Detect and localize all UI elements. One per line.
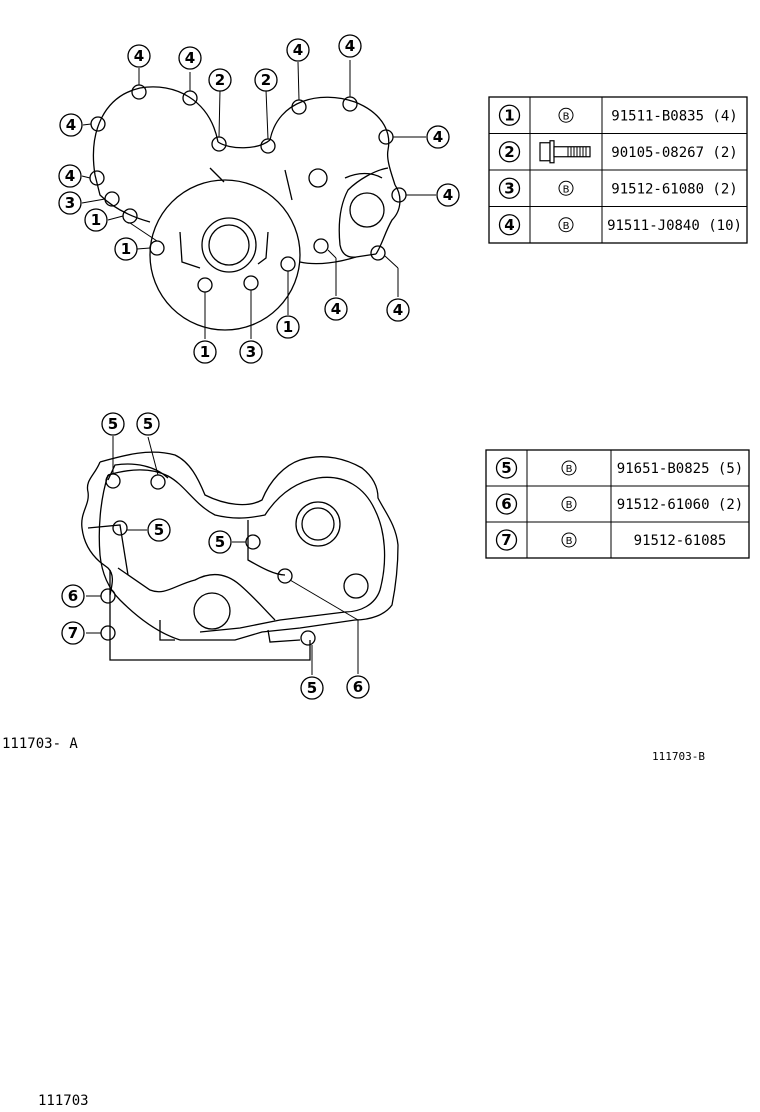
part-number: 91512-61080 (2)	[611, 181, 737, 197]
svg-text:6: 6	[68, 587, 78, 605]
figure-a-timing-cover	[92, 86, 401, 331]
svg-text:5: 5	[307, 679, 317, 697]
figure-b-leaders	[86, 436, 359, 675]
svg-text:1: 1	[283, 318, 293, 336]
callout-6: 6	[61, 584, 85, 608]
svg-text:1: 1	[91, 211, 101, 229]
callout-3: 3	[239, 340, 263, 364]
callout-5: 5	[101, 412, 125, 436]
ref-number: 4	[504, 216, 514, 234]
callout-1: 1	[276, 315, 300, 339]
svg-text:5: 5	[215, 533, 225, 551]
table-row: 6 B 91512-61060 (2)	[495, 493, 743, 515]
svg-text:1: 1	[200, 343, 210, 361]
part-number: 91512-61060 (2)	[617, 497, 743, 513]
svg-text:4: 4	[443, 186, 453, 204]
svg-text:4: 4	[433, 128, 443, 146]
b-mark: B	[558, 217, 574, 233]
part-number: 91511-J0840 (10)	[607, 218, 742, 234]
svg-text:4: 4	[345, 37, 355, 55]
svg-text:B: B	[563, 111, 570, 122]
svg-text:5: 5	[154, 521, 164, 539]
callout-6: 6	[346, 675, 370, 699]
b-mark: B	[561, 496, 577, 512]
table-row: 4 B 91511-J0840 (10)	[498, 214, 742, 236]
callout-4: 4	[178, 46, 202, 70]
callout-4: 4	[127, 44, 151, 68]
callout-2: 2	[254, 68, 278, 92]
b-mark: B	[561, 532, 577, 548]
callout-4: 4	[324, 297, 348, 321]
ref-number: 2	[504, 143, 514, 161]
callout-1: 1	[84, 208, 108, 232]
part-number: 91651-B0825 (5)	[617, 461, 743, 477]
callout-5: 5	[208, 530, 232, 554]
callout-4: 4	[426, 125, 450, 149]
svg-text:4: 4	[393, 301, 403, 319]
svg-text:4: 4	[134, 47, 144, 65]
svg-text:2: 2	[215, 71, 225, 89]
svg-text:4: 4	[65, 167, 75, 185]
ref-number: 5	[501, 459, 511, 477]
callout-3: 3	[58, 191, 82, 215]
svg-text:2: 2	[261, 71, 271, 89]
svg-text:4: 4	[331, 300, 341, 318]
callout-1: 1	[193, 340, 217, 364]
ref-number: 6	[501, 495, 511, 513]
callout-2: 2	[208, 68, 232, 92]
callout-4: 4	[386, 298, 410, 322]
callout-5: 5	[147, 518, 171, 542]
ref-number: 3	[504, 179, 514, 197]
svg-text:4: 4	[293, 41, 303, 59]
table-row: 5 B 91651-B0825 (5)	[495, 457, 743, 479]
table-row: 3 B 91512-61080 (2)	[498, 177, 738, 199]
callout-4: 4	[59, 113, 83, 137]
callout-7: 7	[61, 621, 85, 645]
ref-number: 1	[504, 106, 514, 124]
b-mark: B	[558, 180, 574, 196]
callout-1: 1	[114, 237, 138, 261]
svg-text:5: 5	[143, 415, 153, 433]
figure-b-caption: 111703-B	[652, 750, 705, 763]
figure-a-caption: 111703- A	[2, 736, 78, 752]
b-mark: B	[558, 107, 574, 123]
bolt-icon	[539, 140, 591, 164]
table-row: 7 B 91512-61085	[495, 529, 727, 551]
callout-4: 4	[338, 34, 362, 58]
svg-text:7: 7	[68, 624, 78, 642]
svg-text:B: B	[566, 536, 573, 547]
part-number: 90105-08267 (2)	[611, 145, 737, 161]
part-number: 91511-B0835 (4)	[611, 108, 737, 124]
svg-text:5: 5	[108, 415, 118, 433]
figure-a-leaders	[81, 60, 436, 339]
svg-text:3: 3	[65, 194, 75, 212]
svg-text:4: 4	[66, 116, 76, 134]
callout-4: 4	[286, 38, 310, 62]
callout-5: 5	[136, 412, 160, 436]
figure-a-bolt-holes	[89, 84, 407, 293]
callout-4: 4	[58, 164, 82, 188]
svg-text:4: 4	[185, 49, 195, 67]
ref-number: 7	[501, 531, 511, 549]
svg-text:6: 6	[353, 678, 363, 696]
table-row: 2 90105-08267 (2)	[498, 140, 738, 164]
part-number: 91512-61085	[634, 533, 727, 549]
svg-text:B: B	[563, 184, 570, 195]
page-number: 111703	[38, 1093, 89, 1109]
svg-text:B: B	[563, 221, 570, 232]
svg-text:B: B	[566, 500, 573, 511]
callout-5: 5	[300, 676, 324, 700]
figure-b-timing-gasket	[81, 451, 399, 661]
callout-4: 4	[436, 183, 460, 207]
svg-text:3: 3	[246, 343, 256, 361]
table-row: 1 B 91511-B0835 (4)	[498, 104, 738, 126]
svg-text:B: B	[566, 464, 573, 475]
b-mark: B	[561, 460, 577, 476]
svg-text:1: 1	[121, 240, 131, 258]
